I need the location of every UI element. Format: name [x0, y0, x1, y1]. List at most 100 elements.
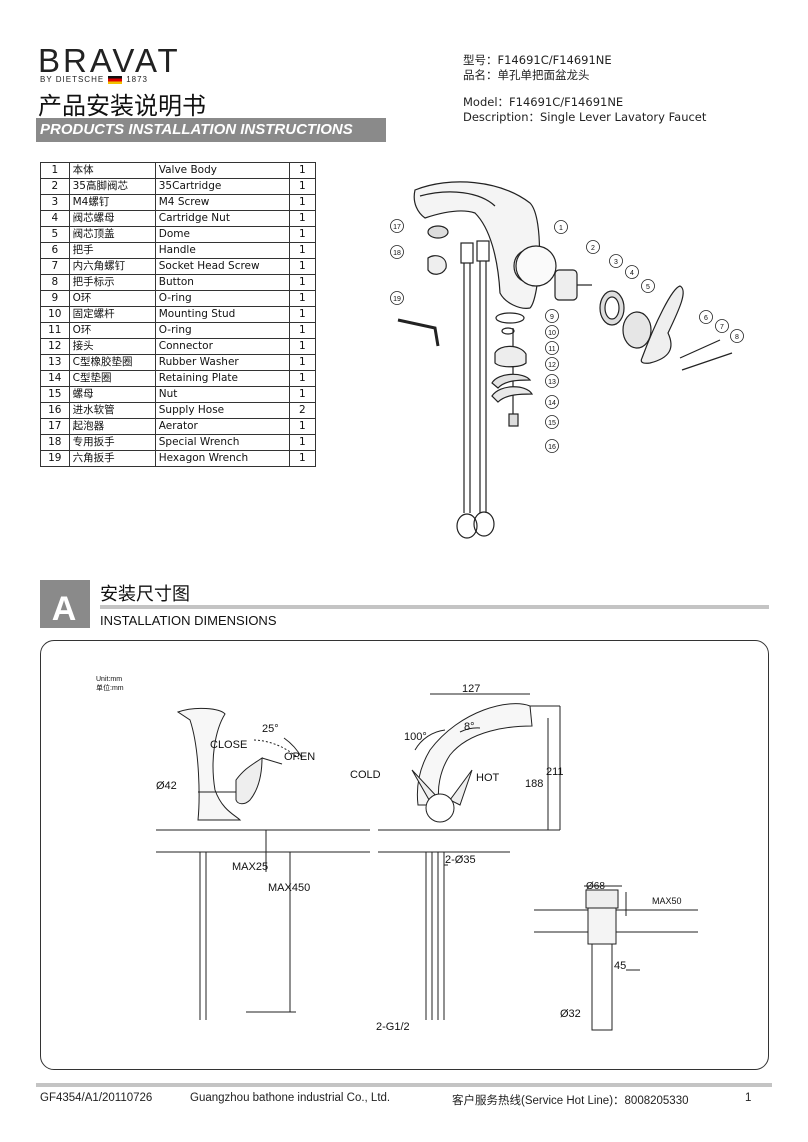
- part-name-cn: 阀芯顶盖: [68, 226, 156, 243]
- footer-hotline: 客户服务热线(Service Hot Line)：8008205330: [452, 1095, 689, 1107]
- part-name-cn: 把手标示: [68, 274, 156, 291]
- footer-divider: [36, 1083, 772, 1087]
- callout-circle: [390, 219, 404, 233]
- callout-circle: [730, 329, 744, 343]
- callout-circle: [390, 245, 404, 259]
- part-qty: 1: [288, 434, 317, 451]
- part-name-cn: 阀芯螺母: [68, 210, 156, 227]
- part-name-cn: 本体: [68, 162, 156, 179]
- dimension-label-d8: 8°: [464, 721, 475, 733]
- callout-circle: [641, 279, 655, 293]
- part-qty: 1: [288, 354, 317, 371]
- callout-circle: [609, 254, 623, 268]
- dimension-label-d211: 211: [546, 766, 564, 778]
- dimension-label-d100: 100°: [404, 731, 427, 743]
- part-qty: 1: [288, 306, 317, 323]
- callout-number: 6: [704, 315, 708, 322]
- part-name-cn: O环: [68, 290, 156, 307]
- part-name-cn: 把手: [68, 242, 156, 259]
- part-number: 18: [40, 434, 70, 451]
- callout-circle: [586, 240, 600, 254]
- description-en: Description：Single Lever Lavatory Faucet: [463, 110, 707, 124]
- dimension-label-unit-cn: 单位:mm: [96, 683, 124, 692]
- callout-circle: [699, 310, 713, 324]
- part-name-en: Valve Body: [154, 162, 290, 179]
- dimension-label-d188: 188: [525, 778, 543, 790]
- part-name-cn: C型橡胶垫圈: [68, 354, 156, 371]
- callout-circle: [545, 341, 559, 355]
- model-cn: 型号：F14691C/F14691NE: [463, 53, 612, 67]
- section-title-en: INSTALLATION DIMENSIONS: [100, 613, 277, 628]
- part-number: 19: [40, 450, 70, 467]
- dimension-label-max50: MAX50: [652, 896, 682, 906]
- callout-number: 2: [591, 245, 595, 252]
- callout-number: 8: [735, 334, 739, 341]
- dimension-label-dia42: Ø42: [156, 780, 177, 792]
- section-title-cn: 安装尺寸图: [100, 584, 190, 605]
- callout-number: 7: [720, 324, 724, 331]
- callout-number: 1: [559, 225, 563, 232]
- part-name-cn: C型垫圈: [68, 370, 156, 387]
- part-name-cn: 35高脚阀芯: [68, 178, 156, 195]
- part-name-en: Hexagon Wrench: [154, 450, 290, 467]
- part-number: 5: [40, 226, 70, 243]
- part-number: 13: [40, 354, 70, 371]
- part-qty: 1: [288, 226, 317, 243]
- part-name-cn: 专用扳手: [68, 434, 156, 451]
- brand-logo: BRAVAT: [38, 42, 181, 79]
- part-name-cn: 螺母: [68, 386, 156, 403]
- part-name-en: M4 Screw: [154, 194, 290, 211]
- part-name-cn: 进水软管: [68, 402, 156, 419]
- part-number: 7: [40, 258, 70, 275]
- part-qty: 1: [288, 322, 317, 339]
- callout-number: 11: [548, 346, 555, 353]
- part-name-en: Handle: [154, 242, 290, 259]
- dimension-label-dia32: Ø32: [560, 1008, 581, 1020]
- part-name-en: Rubber Washer: [154, 354, 290, 371]
- callout-number: 16: [548, 444, 556, 451]
- dimension-label-max25: MAX25: [232, 861, 268, 873]
- callout-circle: [545, 439, 559, 453]
- part-name-en: Aerator: [154, 418, 290, 435]
- part-number: 12: [40, 338, 70, 355]
- part-qty: 1: [288, 274, 317, 291]
- dimension-label-d127: 127: [462, 683, 480, 695]
- dimension-label-close: CLOSE: [210, 739, 247, 751]
- part-name-cn: 起泡器: [68, 418, 156, 435]
- footer-doc-code: GF4354/A1/20110726: [40, 1092, 153, 1104]
- part-name-cn: M4螺钉: [68, 194, 156, 211]
- part-number: 4: [40, 210, 70, 227]
- callout-number: 19: [393, 296, 401, 303]
- callout-circle: [625, 265, 639, 279]
- part-qty: 1: [288, 450, 317, 467]
- part-qty: 1: [288, 210, 317, 227]
- callout-number: 13: [548, 379, 556, 386]
- callout-circle: [715, 319, 729, 333]
- model-en: Model：F14691C/F14691NE: [463, 95, 624, 109]
- part-name-en: 35Cartridge: [154, 178, 290, 195]
- part-qty: 1: [288, 162, 317, 179]
- callout-circle: [545, 325, 559, 339]
- part-number: 17: [40, 418, 70, 435]
- footer-page-number: 1: [745, 1092, 752, 1104]
- section-letter: A: [52, 590, 77, 628]
- part-qty: 1: [288, 194, 317, 211]
- part-number: 1: [40, 162, 70, 179]
- part-number: 14: [40, 370, 70, 387]
- part-name-cn: O环: [68, 322, 156, 339]
- part-name-en: Nut: [154, 386, 290, 403]
- section-divider: [100, 605, 769, 609]
- callout-number: 14: [548, 400, 556, 407]
- part-number: 11: [40, 322, 70, 339]
- doc-title-cn: 产品安装说明书: [38, 92, 206, 120]
- part-name-cn: 固定螺杆: [68, 306, 156, 323]
- part-name-en: Dome: [154, 226, 290, 243]
